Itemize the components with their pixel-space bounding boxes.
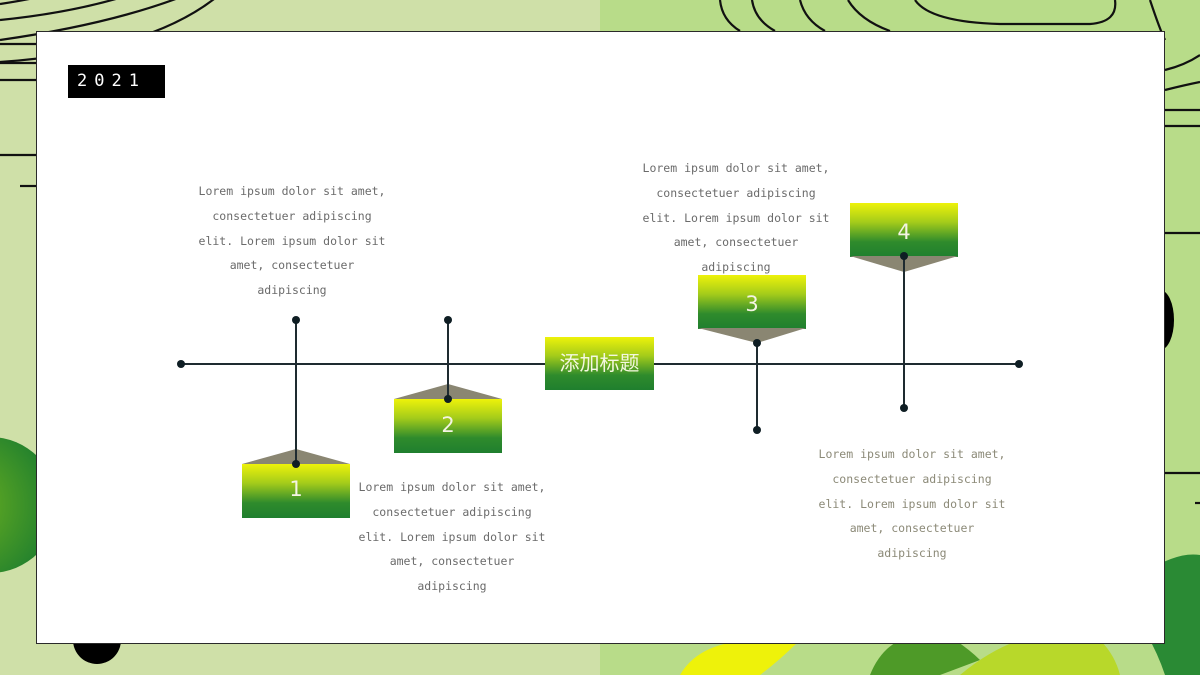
timeline-marker-3 (698, 275, 806, 434)
marker-number-4: 4 (897, 220, 911, 244)
center-title: 添加标题 (559, 351, 640, 375)
timeline-marker-4 (850, 203, 958, 412)
year-badge: 2021 (68, 65, 165, 98)
item-1-description: Lorem ipsum dolor sit amet, consectetuer… (198, 184, 386, 298)
item-4-description: Lorem ipsum dolor sit amet, consectetuer… (818, 447, 1006, 561)
timeline-marker-2 (394, 316, 502, 453)
marker-number-2: 2 (441, 413, 455, 437)
item-3-description: Lorem ipsum dolor sit amet, consectetuer… (642, 161, 830, 275)
timeline-marker-1 (242, 316, 350, 518)
item-2-description: Lorem ipsum dolor sit amet, consectetuer… (358, 480, 546, 594)
marker-number-1: 1 (289, 477, 303, 501)
marker-number-3: 3 (745, 292, 759, 316)
center-title-box (545, 337, 654, 390)
